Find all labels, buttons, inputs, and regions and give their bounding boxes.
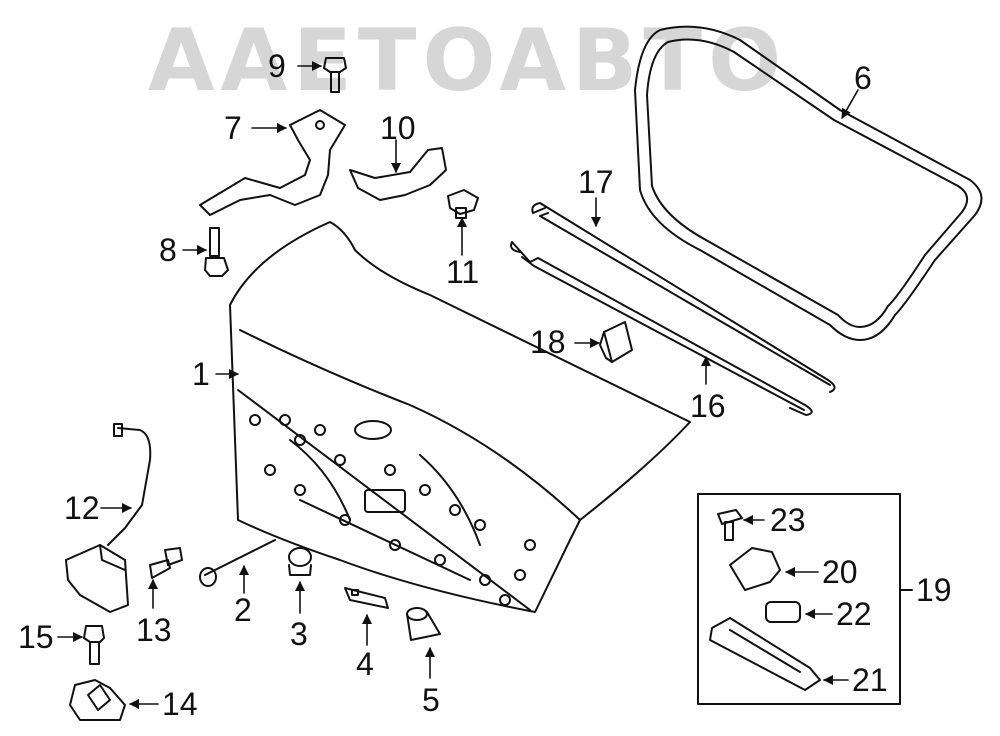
clip-part bbox=[599, 321, 633, 363]
callout-11: 11 bbox=[446, 254, 480, 290]
bolt-15 bbox=[83, 625, 105, 665]
callout-15: 15 bbox=[18, 619, 54, 655]
callout-20: 20 bbox=[822, 554, 858, 590]
lock-actuator bbox=[65, 544, 129, 613]
callout-13: 13 bbox=[136, 612, 172, 648]
callout-leaders bbox=[57, 61, 859, 709]
bracket bbox=[349, 147, 447, 201]
callout-1: 1 bbox=[192, 356, 210, 392]
rod bbox=[199, 539, 276, 587]
striker bbox=[69, 679, 126, 721]
socket bbox=[729, 547, 781, 591]
callout-14: 14 bbox=[162, 686, 198, 722]
plug bbox=[406, 607, 441, 641]
bumper bbox=[288, 547, 312, 576]
callout-23: 23 bbox=[770, 502, 806, 538]
callout-17: 17 bbox=[578, 164, 614, 200]
callout-4: 4 bbox=[356, 646, 374, 682]
callout-6: 6 bbox=[854, 60, 872, 96]
weatherstrip-seal bbox=[634, 25, 983, 341]
cable bbox=[107, 423, 152, 546]
callout-7: 7 bbox=[224, 110, 242, 146]
callout-9: 9 bbox=[268, 48, 286, 84]
callout-2: 2 bbox=[234, 592, 252, 628]
grommet bbox=[344, 587, 389, 609]
bolt-9 bbox=[323, 57, 347, 93]
callout-18: 18 bbox=[530, 324, 566, 360]
torsion-rods bbox=[510, 202, 836, 416]
callout-10: 10 bbox=[380, 110, 416, 146]
watermark-logo: AAETOABTO bbox=[148, 11, 788, 111]
callout-22: 22 bbox=[836, 596, 872, 632]
callout-19: 19 bbox=[916, 572, 952, 608]
license-lamp bbox=[709, 617, 821, 691]
callout-8: 8 bbox=[159, 232, 177, 268]
leader-6 bbox=[841, 89, 859, 119]
callout-5: 5 bbox=[422, 682, 440, 718]
callout-3: 3 bbox=[290, 616, 308, 652]
lens bbox=[765, 601, 801, 623]
bolt-8 bbox=[204, 227, 229, 277]
callout-12: 12 bbox=[64, 490, 100, 526]
callout-21: 21 bbox=[852, 662, 888, 698]
callout-16: 16 bbox=[690, 388, 726, 424]
screw-23 bbox=[717, 509, 743, 541]
bolt-13 bbox=[149, 547, 183, 579]
trunk-lid bbox=[229, 221, 691, 613]
hinge bbox=[199, 109, 346, 216]
assembly-box bbox=[697, 493, 901, 705]
push-clip bbox=[447, 189, 479, 219]
